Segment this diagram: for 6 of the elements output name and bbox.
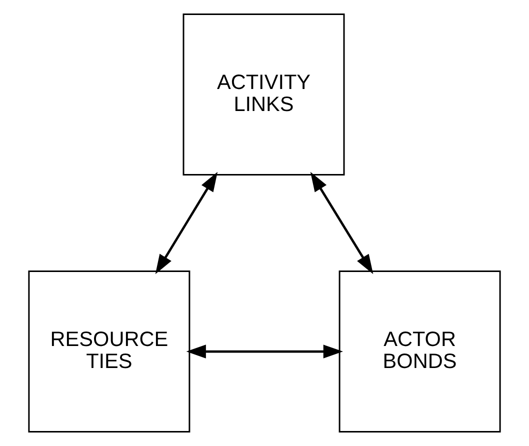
arrow: [186, 344, 344, 358]
node-box: ACTIVITY LINKS: [182, 13, 345, 176]
arrow: [155, 172, 218, 274]
node-box: RESOURCE TIES: [28, 270, 190, 433]
arrow: [310, 172, 374, 274]
node-box: ACTOR BONDS: [338, 270, 501, 433]
